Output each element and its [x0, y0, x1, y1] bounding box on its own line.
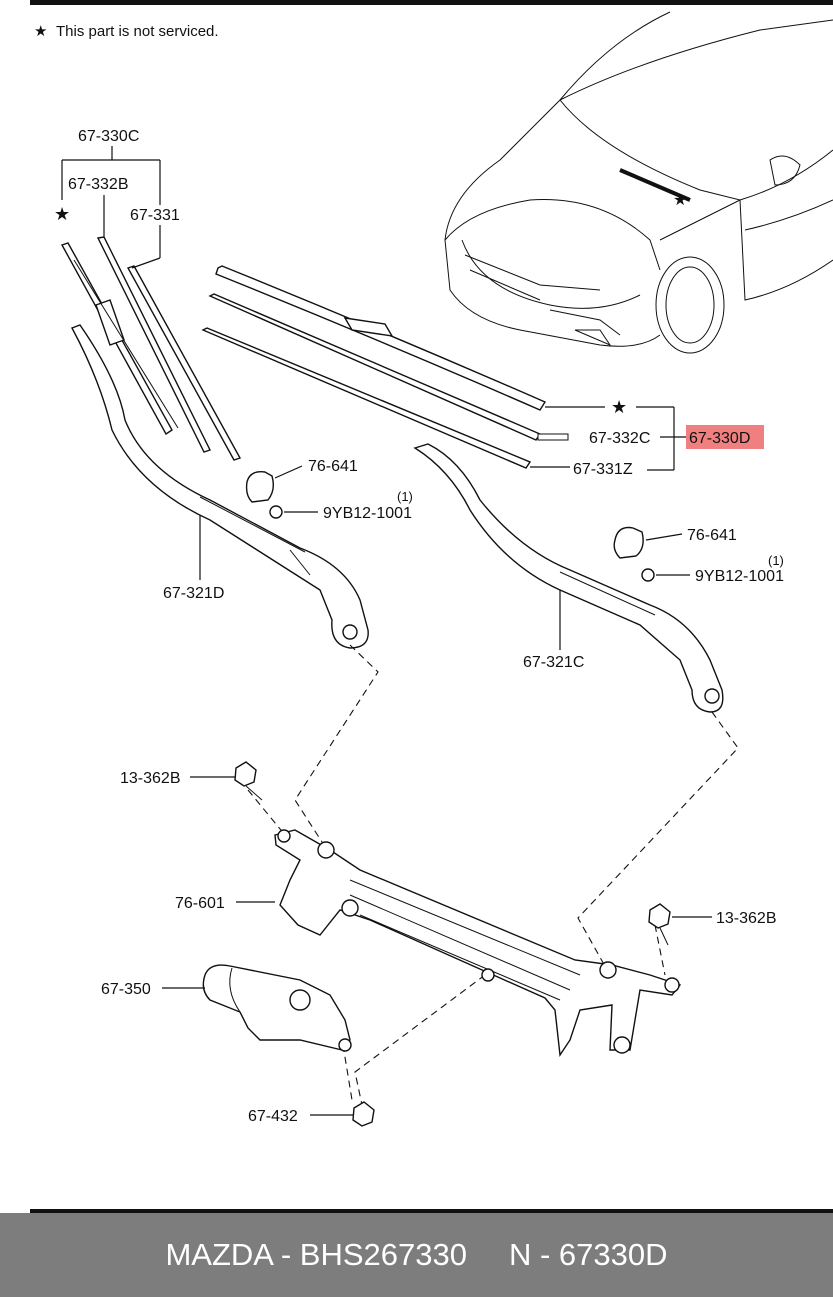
right-blade-group: [201, 265, 547, 469]
label-blade-assy-left: 67-330C: [78, 128, 139, 145]
left-star-icon: ★: [54, 204, 70, 224]
bolt-right: [648, 903, 671, 946]
top-border: [30, 0, 833, 5]
label-rubber-right: 67-332C: [589, 430, 650, 447]
right-wiper-arm: [413, 443, 724, 713]
wiper-linkage: [274, 829, 682, 1057]
highlight-box: [686, 425, 764, 449]
label-blade-rubber-left: 67-332B: [68, 176, 129, 193]
car-star-icon: ★: [673, 192, 687, 209]
car-illustration: [444, 11, 833, 354]
footer-part-number: MAZDA - BHS267330: [165, 1237, 467, 1272]
assembly-dash-lines: [247, 644, 739, 1106]
label-blade-assy-right: 67-330D: [689, 430, 750, 447]
label-link: 76-601: [175, 895, 225, 912]
left-wiper-arm: [71, 324, 369, 649]
wiper-motor: [202, 964, 352, 1052]
footer-code: N - 67330D: [509, 1237, 668, 1272]
nut-right: [641, 568, 655, 582]
nut-left: [269, 505, 283, 519]
note-star-icon: ★: [34, 23, 47, 40]
label-nut-right: 9YB12-1001: [695, 568, 784, 585]
right-star-icon: ★: [611, 397, 627, 417]
label-bolt-lower: 67-432: [248, 1108, 298, 1125]
label-cap-left: 76-641: [308, 458, 358, 475]
left-blade-group: [60, 236, 242, 461]
cap-left: [245, 471, 275, 503]
label-blade-right: 67-331Z: [573, 461, 633, 478]
cap-left-leader: [274, 465, 303, 479]
label-nut-right-qty: (1): [768, 553, 784, 568]
label-arm-left: 67-321D: [163, 585, 224, 602]
label-bolt-upper-left: 13-362B: [120, 770, 181, 787]
cap-right-leader: [645, 533, 683, 541]
label-cap-right: 76-641: [687, 527, 737, 544]
left-blade-callouts: [61, 146, 161, 269]
bottom-border: [30, 1209, 833, 1213]
cap-right: [613, 526, 644, 559]
wiper-parts-diagram: ★ This part is not serviced. ★: [30, 0, 833, 1213]
label-arm-right: 67-321C: [523, 654, 584, 671]
label-bolt-right: 13-362B: [716, 910, 777, 927]
bolt-upper-left: [234, 761, 263, 801]
footer-bar: MAZDA - BHS267330 N - 67330D: [0, 1213, 833, 1297]
bolt-lower: [352, 1101, 375, 1127]
rubber-end-marker: [537, 433, 569, 441]
label-nut-left: 9YB12-1001: [323, 505, 412, 522]
label-blade-left: 67-331: [130, 207, 180, 224]
label-motor: 67-350: [101, 981, 151, 998]
label-nut-left-qty: (1): [397, 489, 413, 504]
note-text: This part is not serviced.: [56, 23, 219, 40]
